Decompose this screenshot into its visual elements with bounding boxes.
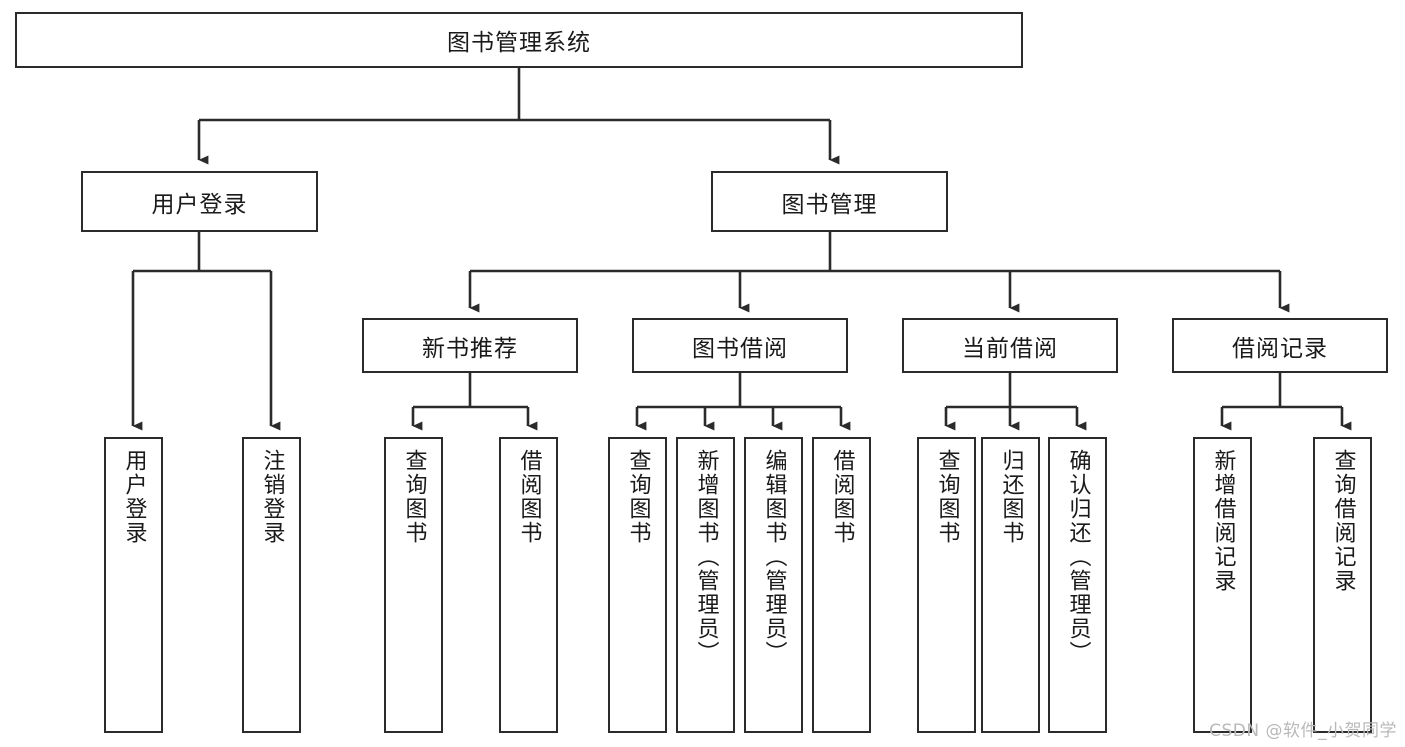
- leaf-user-login-signin[interactable]: 用户登录: [104, 437, 163, 733]
- leaf-current-confirm-return-admin[interactable]: 确认归还（管理员）: [1048, 437, 1107, 733]
- leaf-label: 新增借阅记录: [1210, 449, 1236, 593]
- node-current-borrow-label: 当前借阅: [962, 335, 1058, 362]
- leaf-borrow-borrow-book[interactable]: 借阅图书: [812, 437, 871, 733]
- leaf-label: 确认归还（管理员）: [1065, 449, 1091, 665]
- leaf-borrow-edit-book-admin[interactable]: 编辑图书（管理员）: [744, 437, 803, 733]
- leaf-current-query-book[interactable]: 查询图书: [917, 437, 976, 733]
- node-user-login-label: 用户登录: [151, 191, 248, 218]
- node-new-book-recommend-label: 新书推荐: [422, 335, 518, 362]
- node-borrow-record-label: 借阅记录: [1232, 335, 1328, 362]
- leaf-label: 编辑图书（管理员）: [761, 449, 787, 665]
- leaf-user-login-signout[interactable]: 注销登录: [242, 437, 301, 733]
- leaf-label: 注销登录: [259, 449, 285, 545]
- leaf-borrow-query-book[interactable]: 查询图书: [608, 437, 667, 733]
- leaf-label: 归还图书: [998, 449, 1024, 545]
- node-root-label: 图书管理系统: [447, 30, 591, 56]
- node-current-borrow[interactable]: 当前借阅: [902, 318, 1118, 373]
- watermark: CSDN @软件_小贺同学: [1209, 721, 1397, 741]
- node-book-management[interactable]: 图书管理: [711, 171, 948, 232]
- leaf-label: 借阅图书: [516, 449, 542, 545]
- node-book-borrow[interactable]: 图书借阅: [632, 318, 848, 373]
- leaf-new-book-query[interactable]: 查询图书: [384, 437, 443, 733]
- node-new-book-recommend[interactable]: 新书推荐: [362, 318, 578, 373]
- leaf-label: 查询图书: [625, 449, 651, 545]
- node-book-management-label: 图书管理: [781, 191, 878, 218]
- leaf-label: 借阅图书: [829, 449, 855, 545]
- leaf-label: 查询图书: [934, 449, 960, 545]
- leaf-borrow-add-book-admin[interactable]: 新增图书（管理员）: [676, 437, 735, 733]
- leaf-label: 查询图书: [401, 449, 427, 545]
- leaf-label: 查询借阅记录: [1330, 449, 1356, 593]
- leaf-label: 用户登录: [121, 449, 147, 545]
- leaf-record-add-record[interactable]: 新增借阅记录: [1193, 437, 1252, 733]
- node-user-login[interactable]: 用户登录: [81, 171, 318, 232]
- leaf-current-return-book[interactable]: 归还图书: [981, 437, 1040, 733]
- node-borrow-record[interactable]: 借阅记录: [1172, 318, 1388, 373]
- leaf-new-book-borrow[interactable]: 借阅图书: [499, 437, 558, 733]
- node-root[interactable]: 图书管理系统: [15, 12, 1023, 68]
- leaf-label: 新增图书（管理员）: [693, 449, 719, 665]
- node-book-borrow-label: 图书借阅: [692, 335, 788, 362]
- leaf-record-query-record[interactable]: 查询借阅记录: [1313, 437, 1372, 733]
